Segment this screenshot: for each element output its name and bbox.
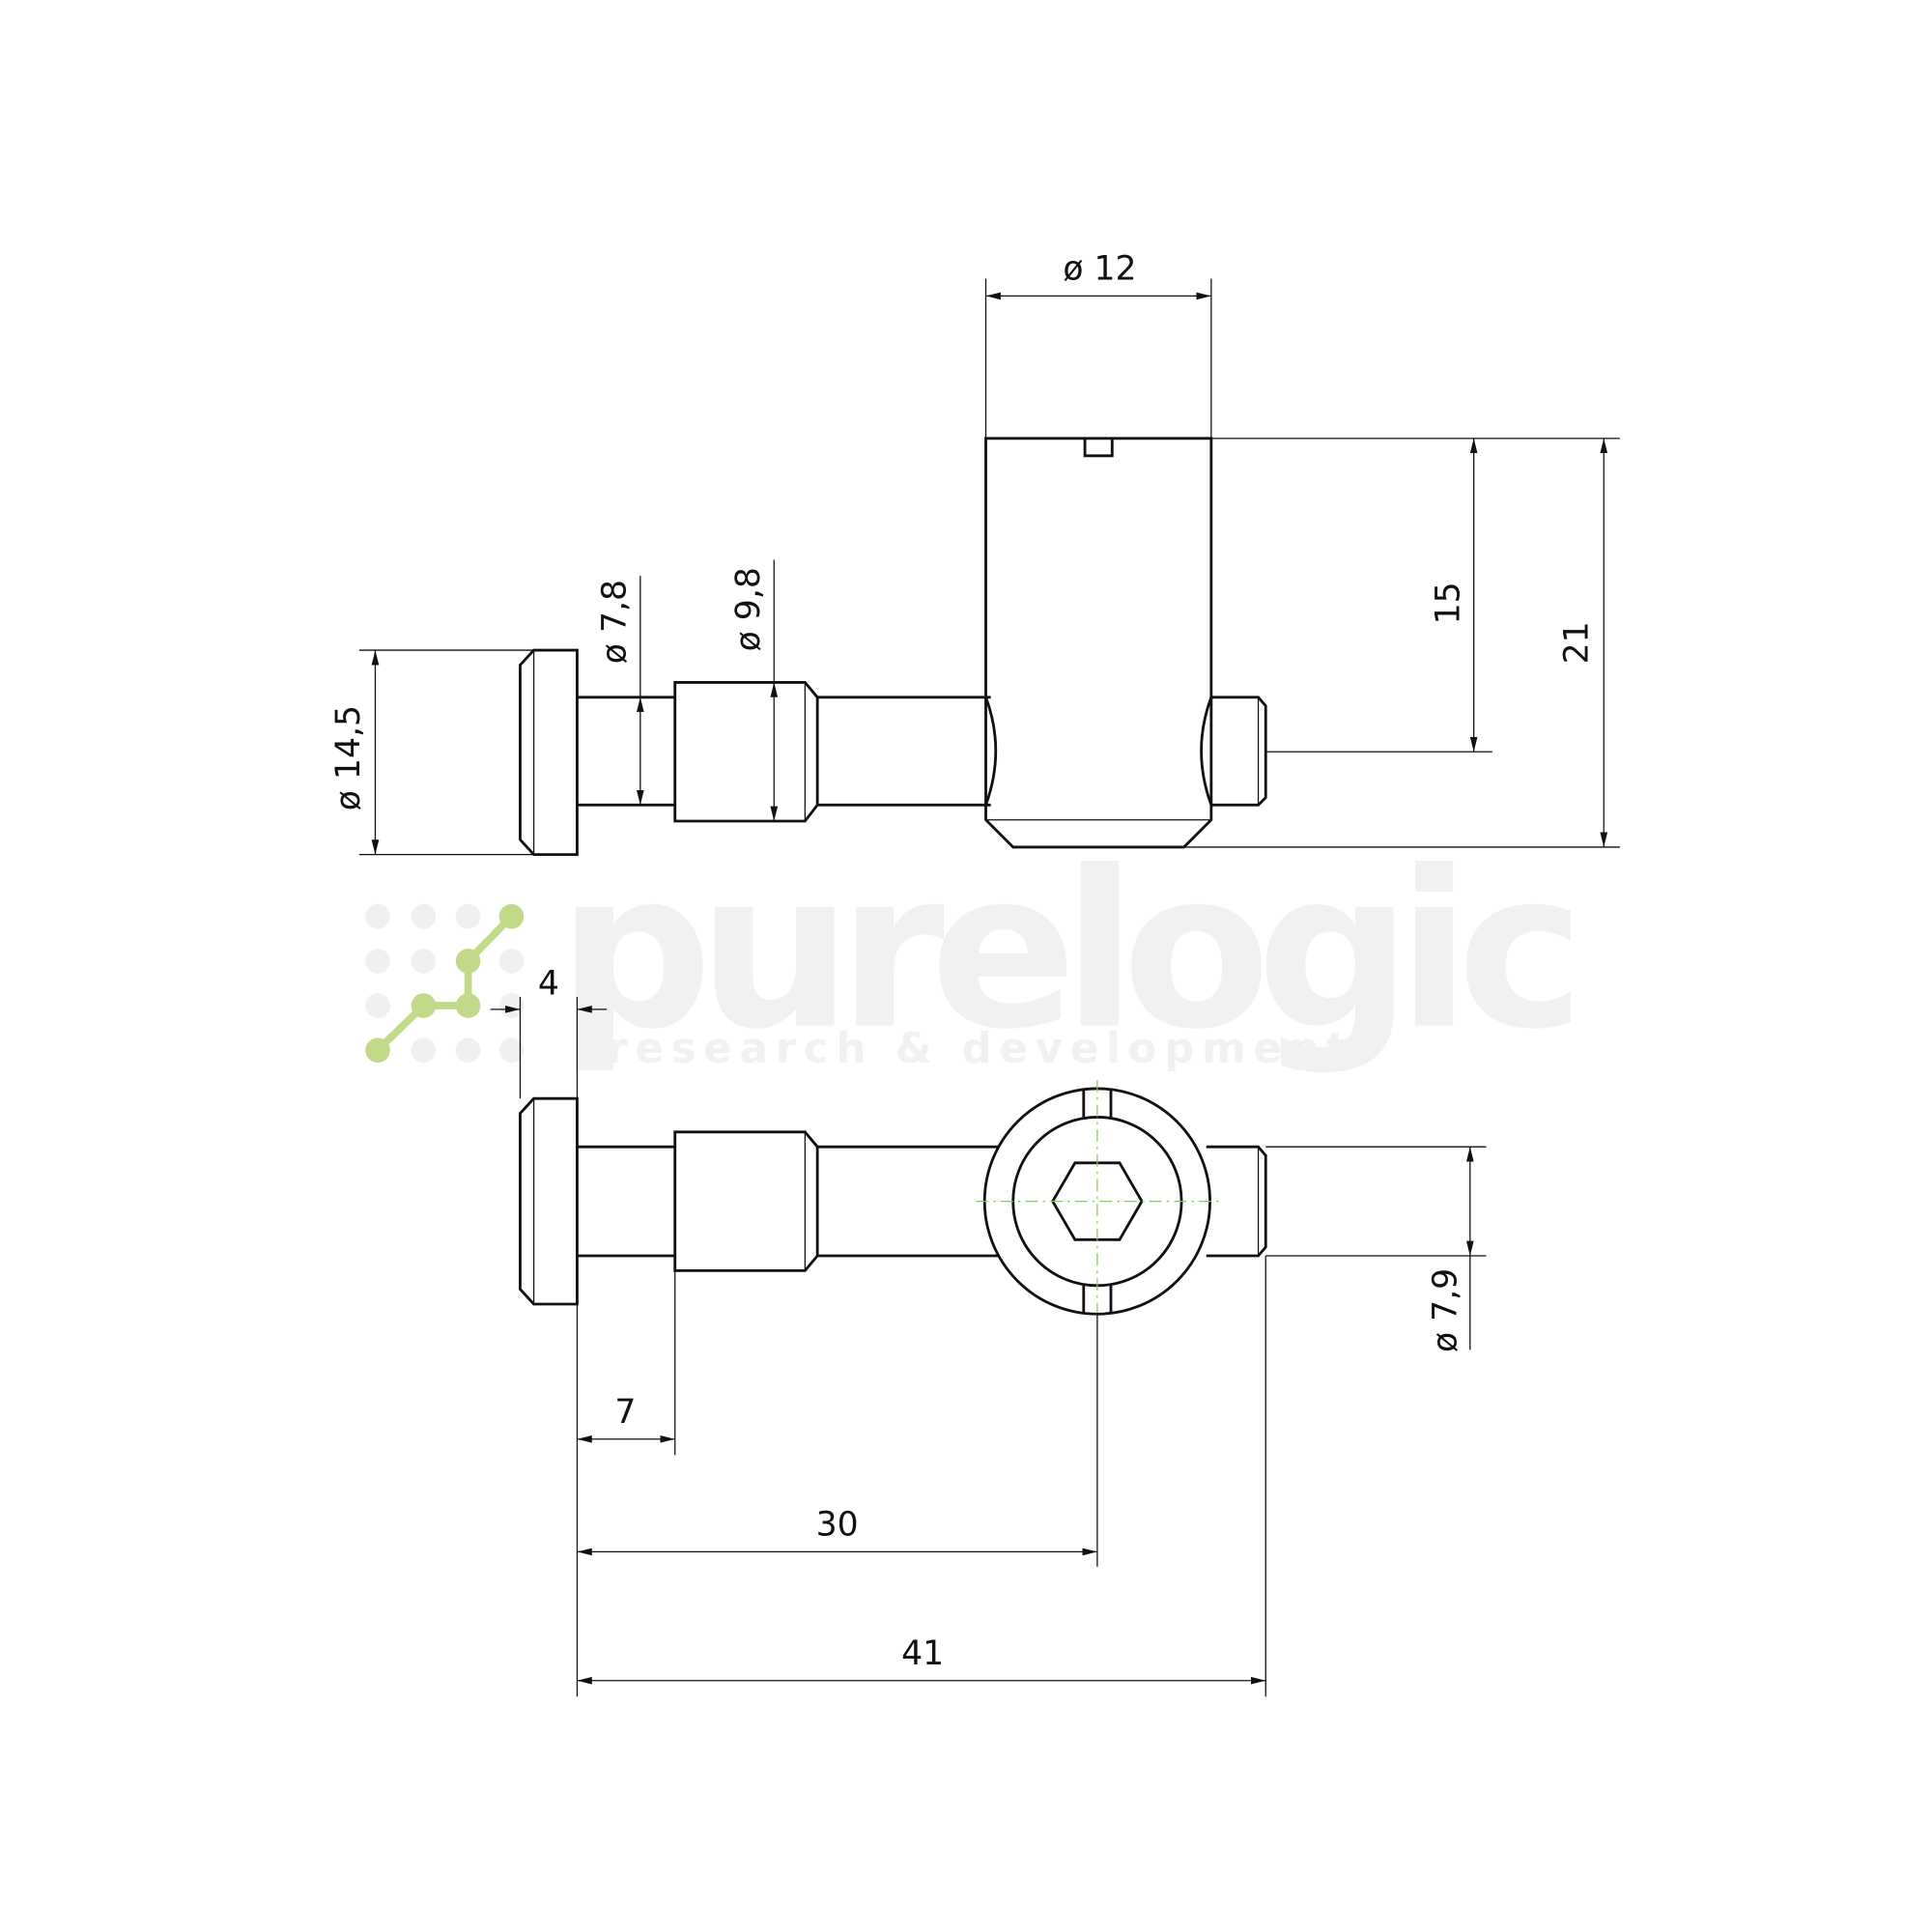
dim-length-41: 41: [901, 1634, 944, 1673]
dim-height-21: 21: [1558, 621, 1597, 664]
dim-length-4: 4: [538, 964, 559, 1003]
dim-diameter-7-8: ø 7,8: [595, 580, 634, 664]
watermark-tagline: research & development: [607, 1025, 1353, 1073]
dim-diameter-7-9: ø 7,9: [1427, 1268, 1465, 1352]
dim-diameter-9-8: ø 9,8: [729, 567, 768, 651]
dim-height-15: 15: [1429, 582, 1467, 624]
dim-diameter-14-5: ø 14,5: [329, 705, 368, 810]
dimension-lines: [358, 278, 1620, 1697]
watermark-brand: purelogic: [557, 825, 1585, 1077]
dim-length-30: 30: [816, 1506, 859, 1545]
dim-diameter-12: ø 12: [1063, 250, 1136, 289]
watermark-logo: purelogic research & development: [365, 825, 1585, 1077]
dimension-labels: ø 12 15 21 ø 14,5 ø 7,8 ø 9,8 4 7 30 41 …: [329, 250, 1597, 1673]
top-view: [519, 1079, 1267, 1323]
dim-length-7: 7: [614, 1393, 636, 1432]
